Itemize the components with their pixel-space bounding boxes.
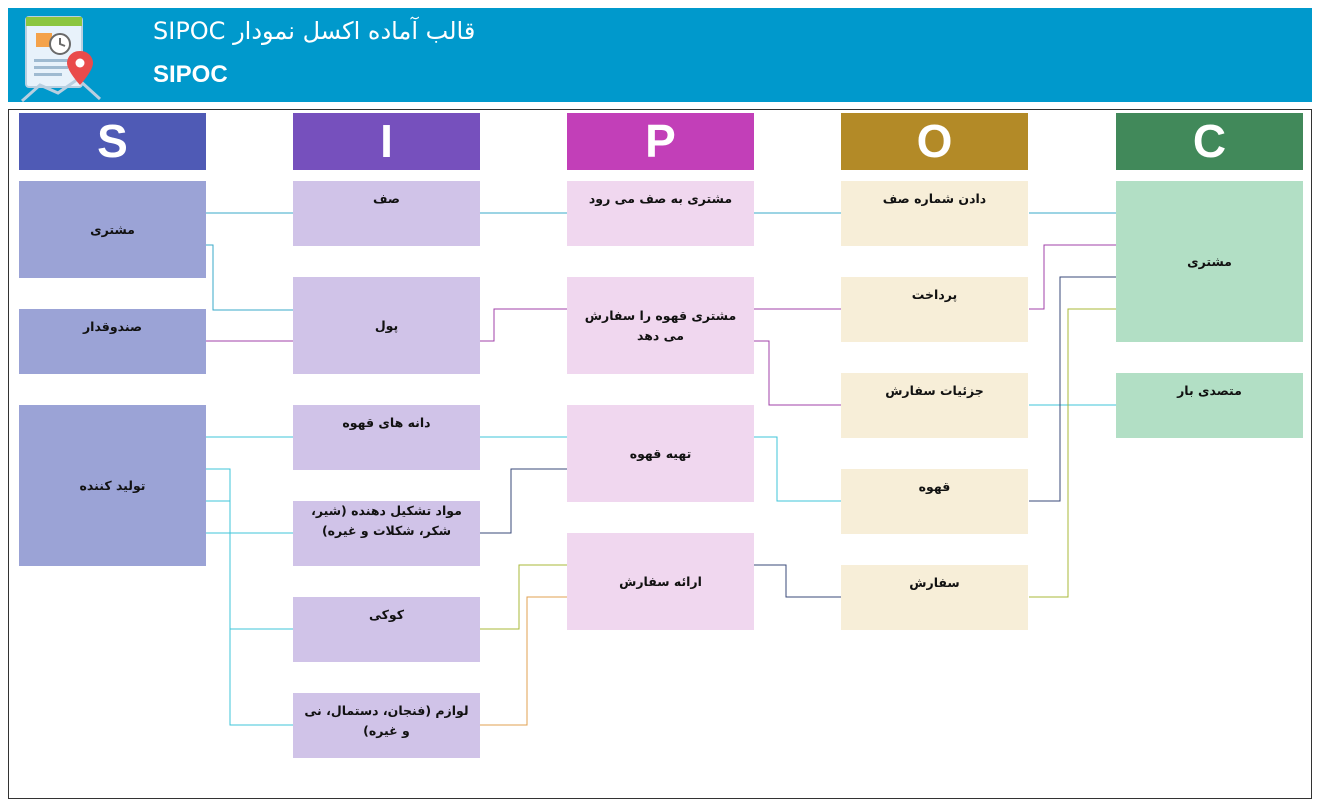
input-box-queue: صف	[293, 181, 480, 246]
column-header-c: C	[1116, 113, 1303, 170]
process-box-deliver: ارائه سفارش	[567, 533, 754, 630]
output-box-coffee: قهوه	[841, 469, 1028, 534]
connector-line	[206, 244, 293, 311]
page-title: قالب آماده اکسل نمودار SIPOC	[153, 17, 476, 45]
connector-line	[754, 340, 841, 406]
connector-line	[480, 308, 567, 342]
supplier-box-customer: مشتری	[19, 181, 206, 278]
connector-line	[480, 596, 567, 726]
input-box-ingredients: مواد تشکیل دهنده (شیر، شکر، شکلات و غیره…	[293, 501, 480, 566]
connector-line	[480, 468, 567, 534]
input-box-cookie: کوکی	[293, 597, 480, 662]
connector-line	[1029, 276, 1116, 502]
logo-icon	[21, 16, 102, 103]
connector-line	[754, 436, 841, 502]
process-box-order: مشتری قهوه را سفارش می دهد	[567, 277, 754, 374]
supplier-box-cashier: صندوقدار	[19, 309, 206, 374]
connector-line	[754, 564, 841, 598]
input-box-money: پول	[293, 277, 480, 374]
column-header-p: P	[567, 113, 754, 170]
column-header-i: I	[293, 113, 480, 170]
connector-line	[480, 564, 567, 630]
column-header-o: O	[841, 113, 1028, 170]
output-box-payment: پرداخت	[841, 277, 1028, 342]
header-banner: قالب آماده اکسل نمودار SIPOC SIPOC	[8, 8, 1312, 103]
input-box-supplies: لوازم (فنجان، دستمال، نی و غیره)	[293, 693, 480, 758]
process-box-prepare: تهیه قهوه	[567, 405, 754, 502]
output-box-queue-number: دادن شماره صف	[841, 181, 1028, 246]
connector-line	[206, 468, 293, 630]
connector-line	[229, 629, 293, 726]
output-box-order-details: جزئیات سفارش	[841, 373, 1028, 438]
connector-line	[1029, 244, 1116, 310]
customer-box-customer: مشتری	[1116, 181, 1303, 342]
customer-box-barista: متصدی بار	[1116, 373, 1303, 438]
supplier-box-producer: تولید کننده	[19, 405, 206, 566]
column-header-s: S	[19, 113, 206, 170]
page-subtitle: SIPOC	[153, 61, 228, 88]
connector-line	[1029, 308, 1116, 598]
output-box-order: سفارش	[841, 565, 1028, 630]
input-box-coffee-beans: دانه های قهوه	[293, 405, 480, 470]
process-box-queue: مشتری به صف می رود	[567, 181, 754, 246]
